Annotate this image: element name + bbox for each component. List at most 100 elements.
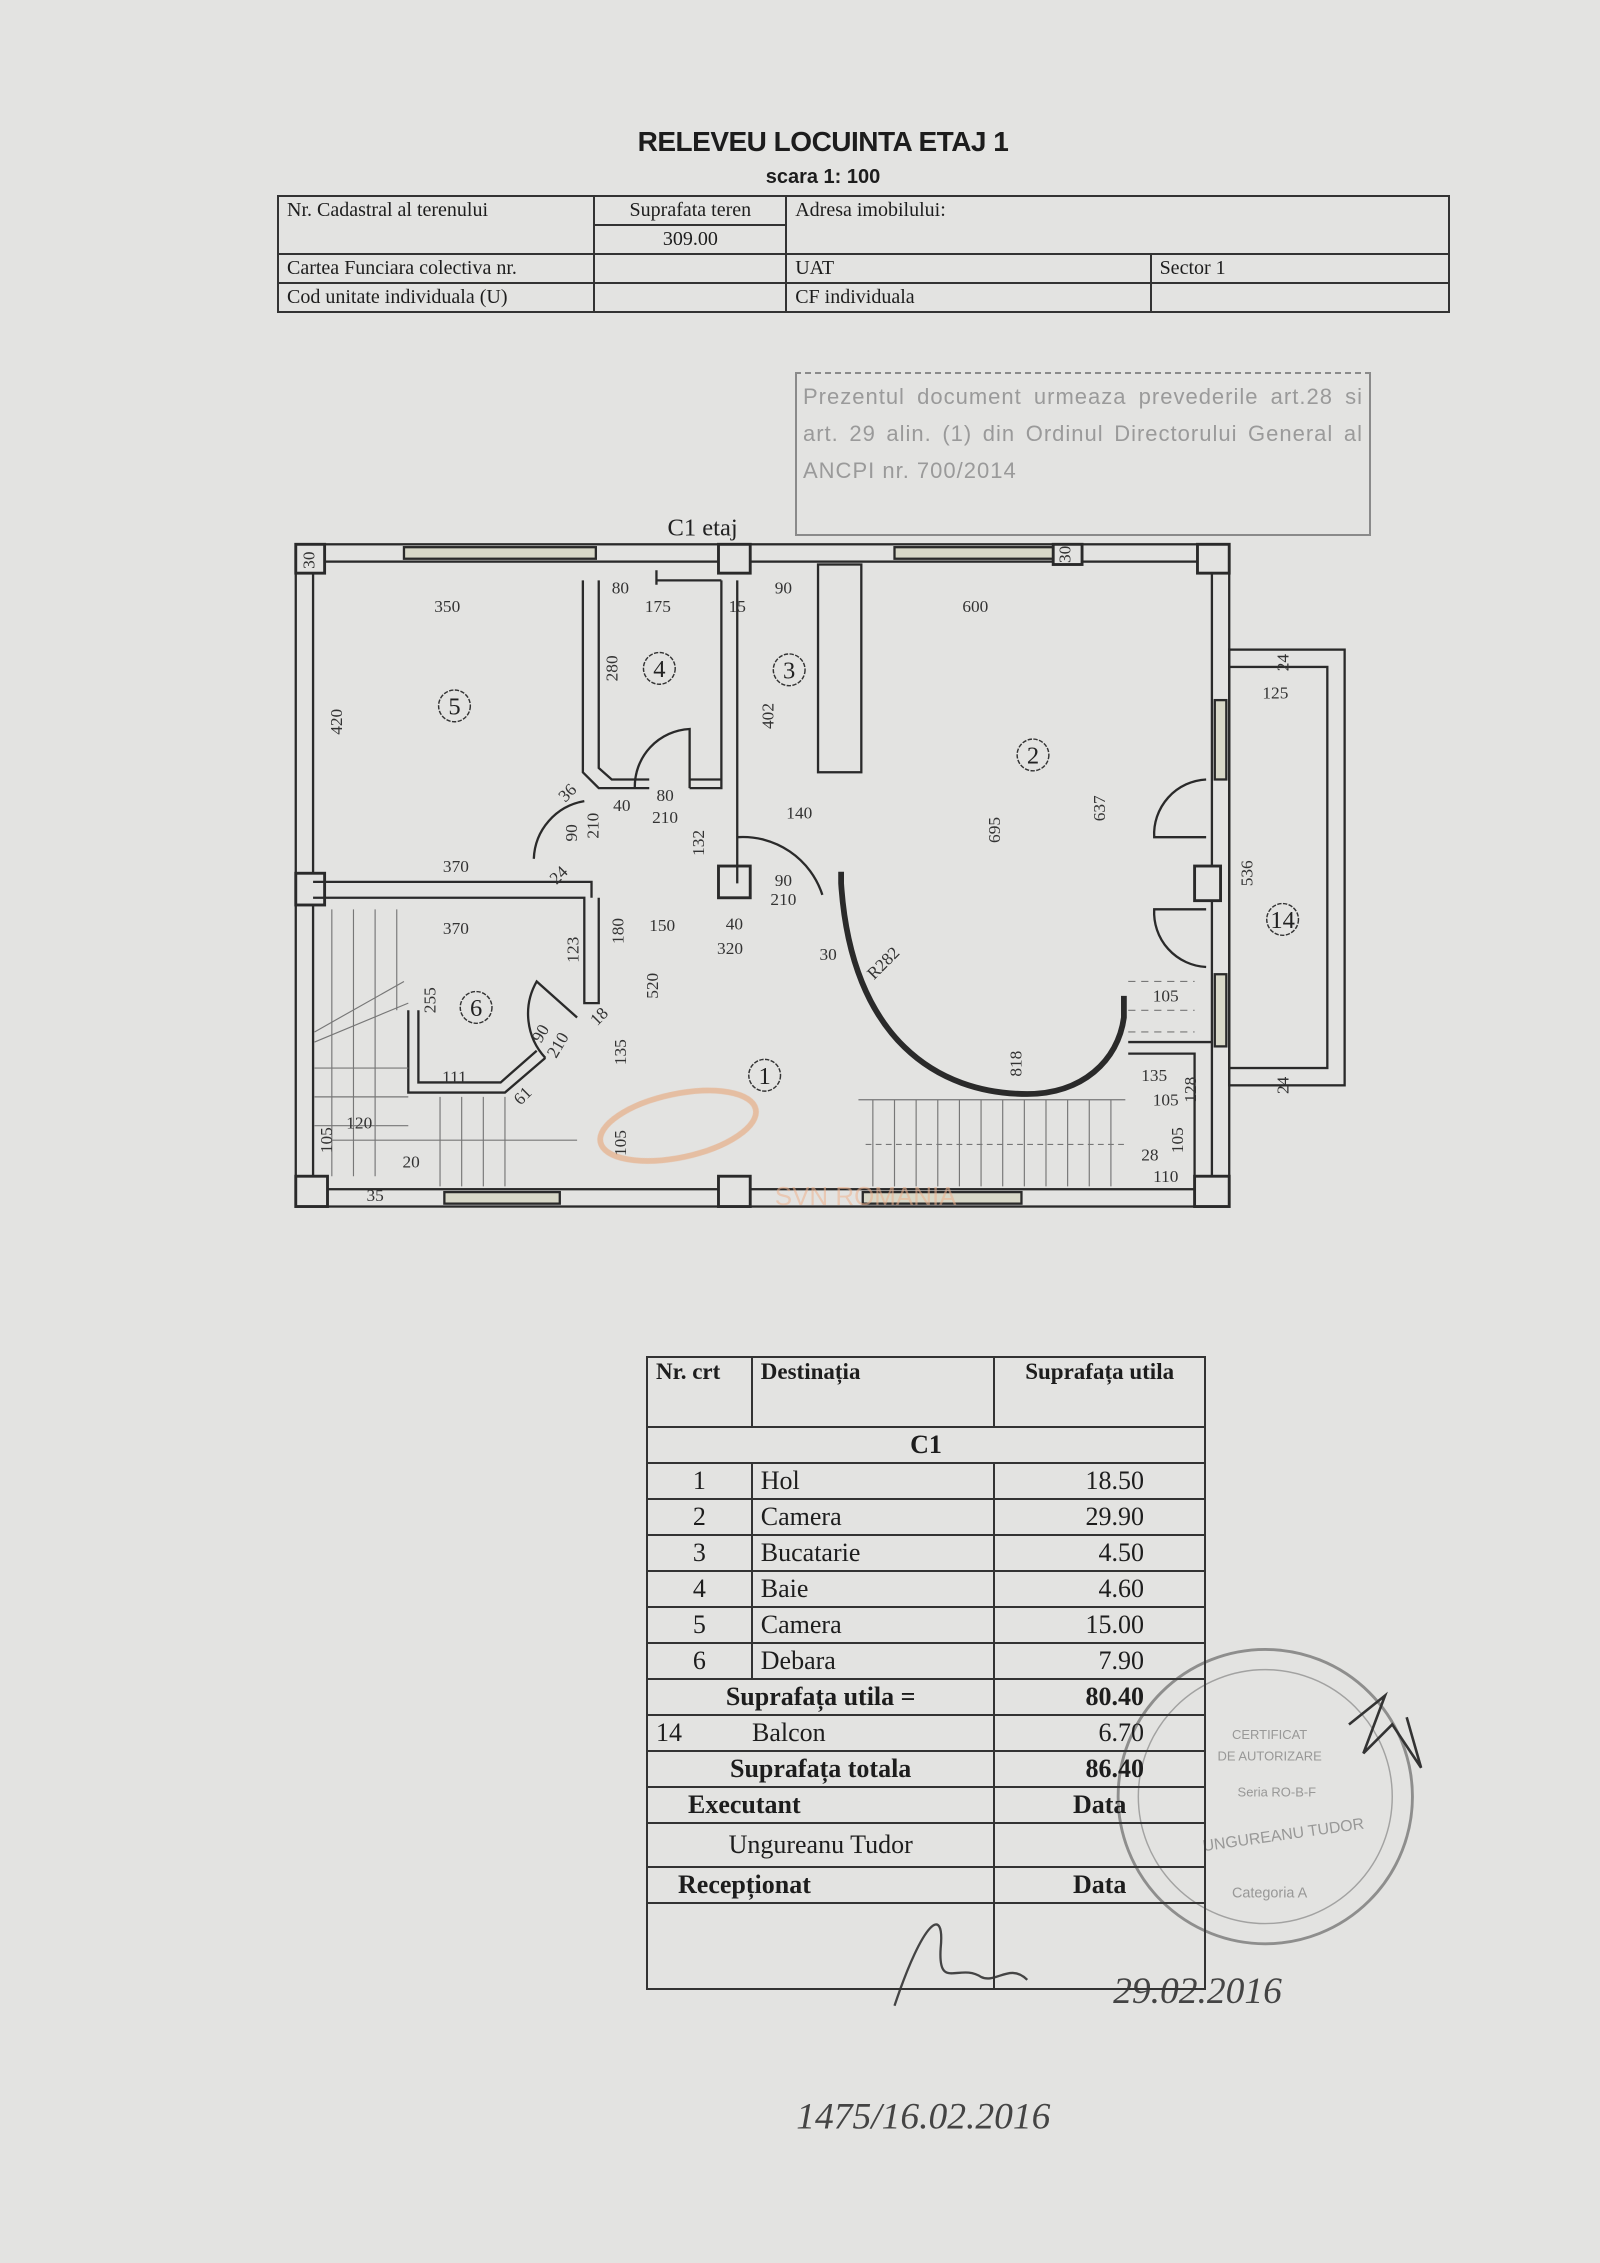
dimension-label: 600 bbox=[962, 597, 988, 616]
svg-text:DE AUTORIZARE: DE AUTORIZARE bbox=[1217, 1749, 1322, 1764]
dimension-label: 30 bbox=[1056, 546, 1075, 563]
dimension-label: 125 bbox=[1262, 684, 1288, 703]
dimension-label: 80 bbox=[612, 578, 629, 597]
header-destination: Destinația bbox=[750, 1356, 996, 1428]
unit-code-label: Cod unitate individuala (U) bbox=[276, 282, 596, 313]
land-area-label: Suprafata teren bbox=[593, 195, 788, 226]
dimension-label: R282 bbox=[863, 943, 903, 983]
row-nr: 5 bbox=[646, 1606, 753, 1644]
dimension-label: 110 bbox=[1153, 1167, 1178, 1186]
cf-label: CF individuala bbox=[785, 282, 1152, 313]
received-date-label: Data bbox=[993, 1866, 1206, 1904]
row-name: Hol bbox=[750, 1462, 996, 1500]
room-number-circle bbox=[748, 1058, 782, 1092]
dimension-label: 520 bbox=[643, 973, 662, 999]
executant-label: Executant bbox=[645, 1786, 996, 1824]
row-name: Bucatarie bbox=[750, 1534, 996, 1572]
row-name: Camera bbox=[750, 1606, 996, 1644]
dimension-label: 15 bbox=[729, 597, 746, 616]
dimension-label: 20 bbox=[403, 1153, 420, 1172]
dimension-label: 30 bbox=[300, 552, 319, 569]
cf-value bbox=[1149, 282, 1451, 313]
row-area: 4.50 bbox=[993, 1534, 1206, 1572]
balcony-nr: 14 bbox=[656, 1718, 682, 1747]
row-area: 15.00 bbox=[993, 1606, 1206, 1644]
row-nr: 1 bbox=[646, 1462, 753, 1500]
watermark-logo: SVN ROMANIA bbox=[597, 1087, 957, 1211]
dimension-label: 105 bbox=[1153, 1091, 1179, 1110]
executant-date-label: Data bbox=[993, 1786, 1206, 1824]
unit-code-value bbox=[593, 282, 788, 313]
room-number: 1 bbox=[759, 1063, 771, 1090]
land-book-label: Cartea Funciara colectiva nr. bbox=[276, 253, 596, 284]
dimension-label: 40 bbox=[726, 915, 743, 934]
legal-notice-box: Prezentul document urmeaza prevederile a… bbox=[795, 372, 1371, 536]
land-info-table: Nr. Cadastral al terenului Suprafata ter… bbox=[276, 195, 1451, 313]
header-area: Suprafața utila bbox=[993, 1356, 1206, 1428]
room-number-circle bbox=[1016, 738, 1050, 772]
dimension-label: 695 bbox=[985, 817, 1004, 843]
room-number-circle bbox=[772, 653, 806, 687]
balcony-value: 6.70 bbox=[993, 1714, 1206, 1752]
watermark-text: SVN ROMANIA bbox=[775, 1181, 957, 1211]
sector-label: Sector 1 bbox=[1149, 253, 1451, 284]
dimension-label: 210 bbox=[652, 808, 678, 827]
row-nr: 3 bbox=[646, 1534, 753, 1572]
window bbox=[861, 1190, 1023, 1205]
row-name: Camera bbox=[750, 1498, 996, 1536]
row-name: Baie bbox=[750, 1570, 996, 1608]
svg-text:Categoria A: Categoria A bbox=[1232, 1886, 1308, 1902]
row-area: 18.50 bbox=[993, 1462, 1206, 1500]
dimension-label: 80 bbox=[656, 786, 673, 805]
dimension-label: 24 bbox=[546, 862, 572, 888]
dimension-label: 105 bbox=[1168, 1127, 1187, 1153]
dimension-label: 61 bbox=[510, 1083, 536, 1109]
window bbox=[1213, 698, 1228, 781]
row-area: 29.90 bbox=[993, 1498, 1206, 1536]
balcony-name: Balcon bbox=[752, 1718, 826, 1747]
dimension-label: 402 bbox=[758, 703, 777, 729]
dimension-label: 111 bbox=[442, 1067, 467, 1086]
total-area-label: Suprafața totala bbox=[645, 1750, 996, 1788]
svg-text:UNGUREANU TUDOR: UNGUREANU TUDOR bbox=[1202, 1816, 1366, 1855]
room-number: 6 bbox=[470, 995, 482, 1022]
dimension-label: 90 bbox=[562, 824, 581, 841]
dimension-label: 24 bbox=[1273, 1076, 1292, 1094]
building-label: C1 etaj bbox=[668, 515, 738, 542]
row-nr: 2 bbox=[646, 1498, 753, 1536]
row-nr: 4 bbox=[646, 1570, 753, 1608]
signature-stamp bbox=[1348, 1691, 1423, 1769]
room-number: 2 bbox=[1027, 743, 1039, 770]
svg-text:Seria RO-B-F: Seria RO-B-F bbox=[1238, 1785, 1317, 1800]
svg-text:CERTIFICAT: CERTIFICAT bbox=[1232, 1727, 1307, 1742]
room-number-circle bbox=[1266, 902, 1300, 937]
building-row: C1 bbox=[646, 1426, 1206, 1464]
land-area-value: 309.00 bbox=[593, 224, 788, 255]
room-number-circle bbox=[437, 689, 472, 723]
dimension-label: 135 bbox=[611, 1039, 630, 1065]
uat-label: UAT bbox=[785, 253, 1152, 284]
dimension-label: 105 bbox=[1153, 987, 1179, 1006]
address-label: Adresa imobilului: bbox=[785, 195, 1450, 255]
dimension-label: 140 bbox=[786, 803, 812, 822]
useful-area-label: Suprafața utila = bbox=[645, 1678, 996, 1716]
dimension-label: 637 bbox=[1090, 795, 1109, 821]
scale-label: scara 1: 100 bbox=[765, 166, 881, 188]
land-book-value bbox=[593, 253, 788, 284]
row-name: Debara bbox=[750, 1642, 996, 1680]
room-number: 14 bbox=[1270, 907, 1295, 934]
header-nr: Nr. crt bbox=[646, 1356, 753, 1428]
dimension-label: 255 bbox=[421, 987, 440, 1013]
room-number: 5 bbox=[448, 694, 460, 721]
dimension-label: 132 bbox=[689, 830, 708, 856]
window bbox=[402, 546, 598, 560]
document-title: RELEVEU LOCUINTA ETAJ 1 bbox=[637, 126, 1009, 157]
dimension-label: 40 bbox=[613, 796, 630, 815]
dimension-label: 28 bbox=[1141, 1145, 1158, 1164]
